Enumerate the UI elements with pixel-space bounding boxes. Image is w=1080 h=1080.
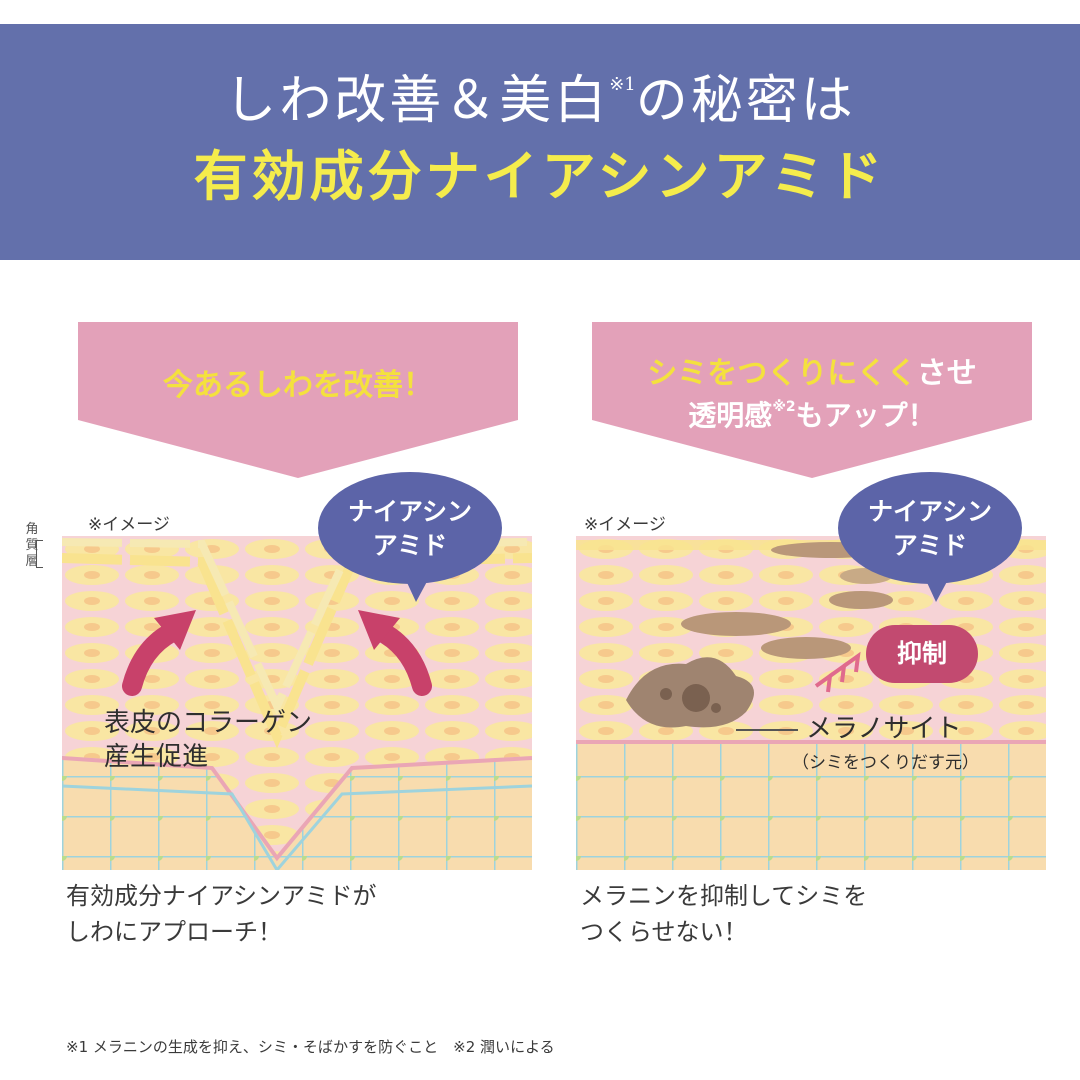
up-arrow-right-icon	[358, 610, 432, 696]
left-image-note: ※イメージ	[88, 515, 170, 535]
left-speech-bubble	[318, 472, 502, 602]
right-banner-line2: 透明感※2もアップ！	[688, 399, 936, 432]
melanocyte-sub: （シミをつくりだす元）	[792, 753, 979, 773]
right-caption: メラニンを抑制してシミを つくらせない！	[580, 882, 868, 946]
right-bubble-text: ナイアシン アミド	[867, 497, 992, 560]
right-speech-bubble	[838, 472, 1022, 602]
up-arrow-left-icon	[122, 610, 196, 696]
page-title-line1: しわ改善＆美白※1の秘密は	[224, 71, 856, 131]
footnote: ※1 メラニンの生成を抑え、シミ・そばかすを防ぐこと ※2 潤いによる	[66, 1038, 555, 1056]
layer-bracket	[36, 540, 43, 568]
layer-label: 角質層	[25, 522, 39, 569]
melanocyte-label: メラノサイト	[806, 714, 962, 744]
inhibit-chevrons	[814, 651, 861, 693]
left-effect-text: 表皮のコラーゲン 産生促進	[104, 708, 313, 772]
left-caption: 有効成分ナイアシンアミドが しわにアプローチ！	[66, 882, 377, 946]
page-title-line2: 有効成分ナイアシンアミド	[193, 144, 887, 208]
header-banner	[0, 24, 1080, 260]
right-banner-shape	[592, 322, 1032, 478]
inhibit-badge: 抑制	[866, 625, 978, 683]
left-banner-shape	[78, 322, 518, 478]
right-image-note: ※イメージ	[584, 515, 666, 535]
left-bubble-text: ナイアシン アミド	[347, 497, 472, 560]
right-banner-line1: シミをつくりにくくさせ	[647, 356, 977, 391]
left-banner-text: 今あるしわを改善！	[163, 368, 433, 403]
